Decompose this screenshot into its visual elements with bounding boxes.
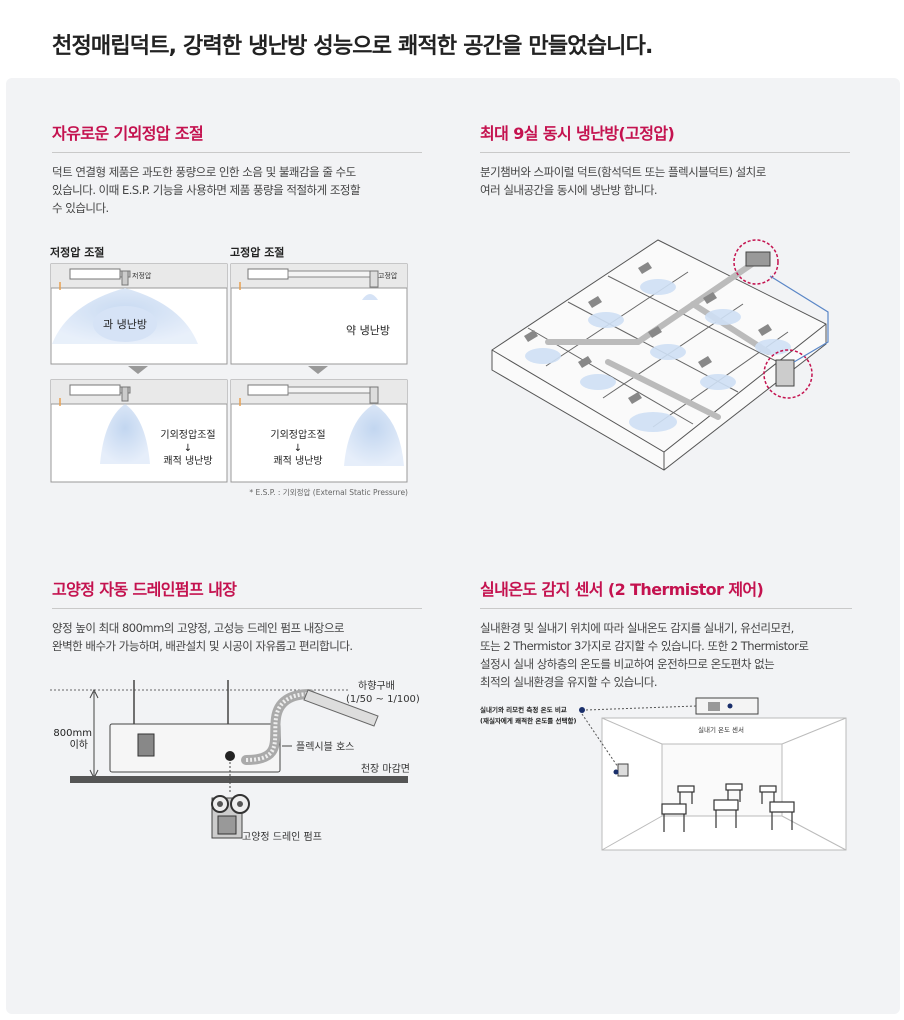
section-title: 고양정 자동 드레인펌프 내장 (52, 576, 422, 609)
slope-label: 하향구배 (358, 679, 395, 692)
weak-conditioning-text: 약 냉난방 (346, 323, 390, 337)
body-line: 설정시 실내 상하층의 온도를 비교하여 운전하므로 온도편차 없는 (480, 657, 775, 671)
section-multiroom: 최대 9실 동시 냉난방(고정압) 분기챔버와 스파이럴 덕트(함석덕트 또는 … (480, 120, 850, 199)
section-body: 덕트 연결형 제품은 과도한 풍량으로 인한 소음 및 불쾌감을 줄 수도 있습… (52, 163, 422, 217)
slope-value: (1/50 ~ 1/100) (346, 694, 420, 705)
section-title: 최대 9실 동시 냉난방(고정압) (480, 120, 850, 153)
indoor-unit (109, 723, 281, 773)
highlight-circle (733, 239, 779, 285)
body-line: 또는 2 Thermistor 3가지로 감지할 수 있습니다. 또한 2 Th… (480, 639, 809, 653)
high-pressure-label: 고정압 조절 (230, 245, 284, 259)
page-title: 천정매립덕트, 강력한 냉난방 성능으로 쾌적한 공간을 만들었습니다. (52, 34, 653, 59)
multiroom-diagram (491, 239, 829, 471)
arrow-down-icon (128, 366, 148, 374)
note-line: (재실자에게 쾌적한 온도를 선택함) (480, 716, 576, 725)
chamber-unit (775, 359, 795, 387)
ceiling-label: 천장 마감면 (361, 763, 410, 775)
adjust-text: 기외정압조절 (270, 428, 325, 441)
remote-controller-icon (617, 763, 629, 777)
low-pressure-after: 기외정압조절 ↓ 쾌적 냉난방 (50, 379, 228, 483)
adjust-text: 기외정압조절 (160, 428, 215, 441)
section-title: 실내온도 감지 센서 (2 Thermistor 제어) (480, 576, 852, 609)
sensor-diagram: 실내기 온도 센서 실내기와 리모컨 측정 온도 비교 (재실자에게 쾌적한 온… (480, 697, 847, 851)
body-line: 분기챔버와 스파이럴 덕트(함석덕트 또는 플렉시블덕트) 설치로 (480, 165, 766, 179)
content-panel (6, 78, 900, 1014)
drain-pump-icon (211, 794, 250, 839)
unit-label: 고정압 (378, 271, 398, 280)
comfort-text: 쾌적 냉난방 (273, 455, 322, 467)
body-line: 완벽한 배수가 가능하며, 배관설치 및 시공이 자유롭고 편리합니다. (52, 639, 353, 653)
note-line: 실내기와 리모컨 측정 온도 비교 (480, 705, 567, 714)
arrow-down-icon: ↓ (184, 443, 192, 454)
low-pressure-before: 저정압 과 냉난방 (50, 263, 228, 365)
body-line: 실내환경 및 실내기 위치에 따라 실내온도 감지를 실내기, 유선리모컨, (480, 621, 794, 635)
height-suffix: 이하 (70, 738, 88, 751)
pump-label: 고양정 드레인 펌프 (242, 831, 322, 843)
sensor-label: 실내기 온도 센서 (698, 725, 744, 734)
section-drain: 고양정 자동 드레인펌프 내장 양정 높이 최대 800mm의 고양정, 고성능… (52, 576, 422, 655)
section-sensor: 실내온도 감지 센서 (2 Thermistor 제어) 실내환경 및 실내기 … (480, 576, 852, 691)
highlight-circle (763, 349, 813, 399)
body-line: 양정 높이 최대 800mm의 고양정, 고성능 드레인 펌프 내장으로 (52, 621, 345, 635)
comfort-text: 쾌적 냉난방 (163, 455, 212, 467)
hose-label: 플렉시블 호스 (296, 741, 354, 753)
indoor-unit (745, 251, 771, 267)
section-esp: 자유로운 기외정압 조절 덕트 연결형 제품은 과도한 풍량으로 인한 소음 및… (52, 120, 422, 217)
body-line: 덕트 연결형 제품은 과도한 풍량으로 인한 소음 및 불쾌감을 줄 수도 (52, 165, 356, 179)
section-title: 자유로운 기외정압 조절 (52, 120, 422, 153)
esp-diagram: 저정압 조절 고정압 조절 저정압 과 냉난방 고정압 약 냉난방 (50, 245, 408, 497)
arrow-down-icon: ↓ (294, 443, 302, 454)
body-line: 최적의 실내환경을 유지할 수 있습니다. (480, 675, 658, 689)
section-body: 분기챔버와 스파이럴 덕트(함석덕트 또는 플렉시블덕트) 설치로 여러 실내공… (480, 163, 850, 199)
section-body: 양정 높이 최대 800mm의 고양정, 고성능 드레인 펌프 내장으로 완벽한… (52, 619, 422, 655)
indoor-unit (695, 697, 759, 715)
body-line: 있습니다. 이때 E.S.P. 기능을 사용하면 제품 풍량을 적절하게 조정할 (52, 183, 361, 197)
unit-label: 저정압 (132, 271, 152, 280)
ceiling-surface (70, 776, 408, 783)
low-pressure-label: 저정압 조절 (50, 245, 104, 259)
high-pressure-before: 고정압 약 냉난방 (230, 263, 408, 365)
arrow-down-icon (308, 366, 328, 374)
high-pressure-after: 기외정압조절 ↓ 쾌적 냉난방 (230, 379, 408, 483)
body-line: 수 있습니다. (52, 201, 109, 215)
height-value: 800mm (53, 728, 92, 739)
body-line: 여러 실내공간을 동시에 냉난방 합니다. (480, 183, 658, 197)
drain-diagram: 하향구배 (1/50 ~ 1/100) 800mm 이하 플렉시블 호스 천장 … (50, 679, 420, 843)
over-conditioning-text: 과 냉난방 (103, 318, 147, 331)
furniture (661, 783, 795, 832)
diffuser-icon (524, 262, 772, 404)
section-body: 실내환경 및 실내기 위치에 따라 실내온도 감지를 실내기, 유선리모컨, 또… (480, 619, 852, 691)
esp-footnote: * E.S.P. : 기외정압 (External Static Pressur… (249, 487, 408, 497)
